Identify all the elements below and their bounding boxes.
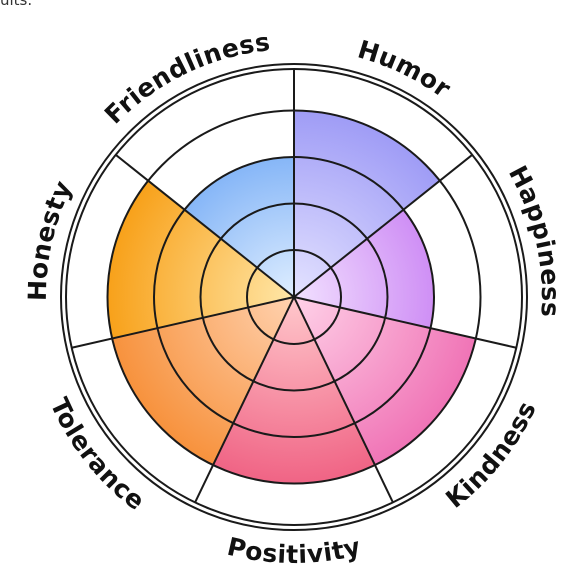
segment-dividers xyxy=(71,69,517,503)
segment-label-honesty: Honesty xyxy=(23,176,78,301)
segment-divider-3 xyxy=(293,296,517,349)
segment-divider-4 xyxy=(293,296,394,503)
segment-divider-6 xyxy=(71,296,295,349)
level-ring-5 xyxy=(60,63,528,531)
segment-divider-7 xyxy=(115,154,295,298)
caption-text: ults. xyxy=(0,0,33,9)
segment-divider-2 xyxy=(293,154,473,298)
segment-label-friendliness: Friendliness xyxy=(99,27,272,129)
segment-divider-5 xyxy=(194,296,295,503)
segment-label-happiness: Happiness xyxy=(503,161,565,318)
segment-fill-humor xyxy=(294,110,440,297)
segment-label-kindness: Kindness xyxy=(440,397,542,514)
segment-fill-friendliness xyxy=(184,157,294,297)
segment-fill-happiness xyxy=(294,209,435,329)
segment-label-positivity: Positivity xyxy=(225,532,364,569)
